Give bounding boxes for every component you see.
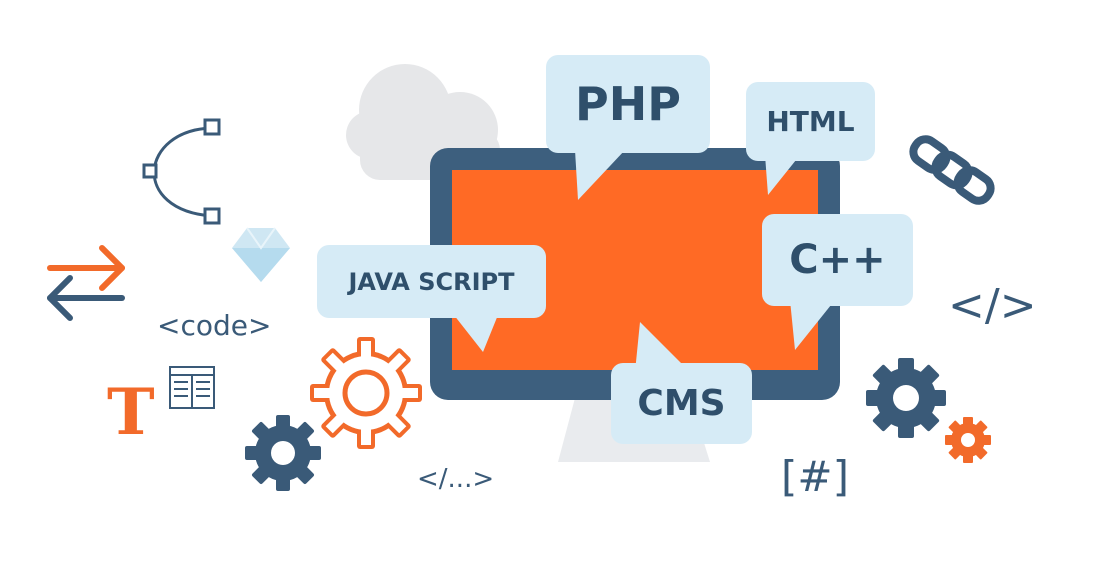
php-label: PHP (575, 77, 681, 131)
cms-bubble: CMS (611, 363, 752, 444)
cpp-label: C++ (789, 237, 886, 283)
hash-tag-text: [#] (781, 452, 849, 501)
swap-arrows-icon (47, 245, 125, 321)
gear-icon (310, 337, 422, 449)
gear-icon (866, 358, 946, 438)
html-bubble: HTML (746, 82, 875, 161)
layout-grid-icon (169, 366, 215, 409)
cpp-bubble: C++ (762, 214, 913, 306)
javascript-bubble: JAVA SCRIPT (317, 245, 546, 318)
php-bubble: PHP (546, 55, 710, 153)
html-label: HTML (766, 105, 855, 138)
diamond-icon (232, 227, 290, 282)
javascript-label: JAVA SCRIPT (348, 267, 515, 296)
close-tag-text: </> (948, 280, 1037, 331)
cms-label: CMS (637, 383, 726, 424)
ellipsis-tag-text: </...> (417, 464, 495, 494)
text-type-icon: T (107, 375, 155, 450)
bubble-tails (450, 150, 835, 372)
code-tag-text: <code> (157, 309, 272, 342)
gear-icon (245, 415, 321, 491)
bezier-curve-icon (142, 118, 221, 225)
gear-icon (945, 417, 991, 463)
chain-link-icon (909, 135, 995, 205)
